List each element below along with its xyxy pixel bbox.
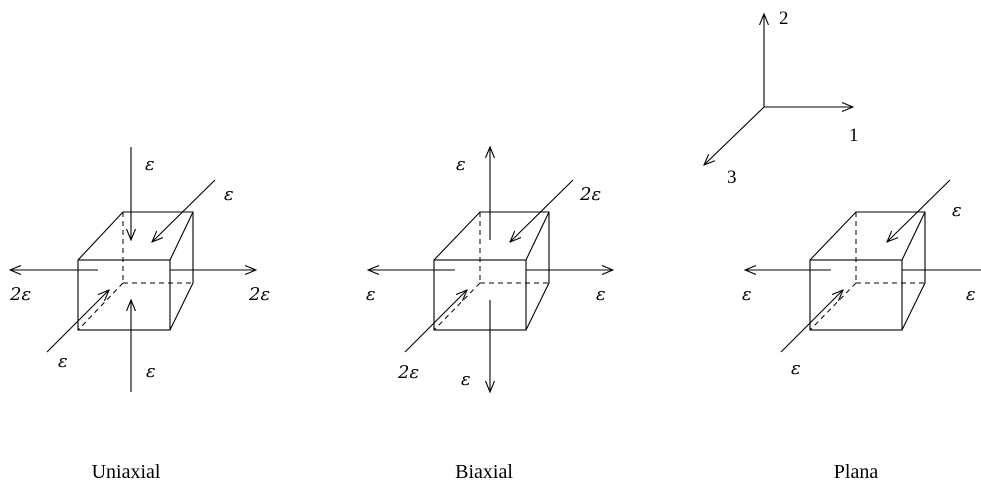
plana-left-label: ε: [742, 284, 752, 305]
biaxial-front-label: 2ε: [397, 362, 419, 383]
plana-back-depth-arrow: [887, 179, 951, 242]
plana-panel: ε ε ε ε Plana: [742, 179, 981, 483]
uniaxial-top-label: ε: [145, 154, 155, 175]
biaxial-left-label: ε: [366, 284, 376, 305]
plana-right-label: ε: [966, 284, 976, 305]
uniaxial-left-label: 2ε: [9, 284, 31, 305]
plana-caption: Plana: [834, 461, 879, 483]
plana-cube: [809, 211, 926, 331]
biaxial-caption: Biaxial: [455, 461, 513, 483]
uniaxial-back-label: ε: [224, 184, 234, 205]
biaxial-right-label: ε: [596, 284, 606, 305]
coordinate-axes: 2 1 3: [704, 8, 859, 188]
uniaxial-panel: ε ε 2ε 2ε ε ε Uniaxial: [9, 147, 270, 483]
biaxial-bottom-label: ε: [461, 369, 471, 390]
biaxial-back-label: 2ε: [579, 184, 601, 205]
uniaxial-right-label: 2ε: [248, 284, 270, 305]
plana-back-label: ε: [952, 200, 962, 221]
plana-front-label: ε: [791, 358, 801, 379]
uniaxial-back-depth-arrow: [152, 179, 216, 242]
biaxial-panel: ε 2ε ε ε 2ε ε Biaxial: [366, 147, 613, 483]
plana-front-depth-arrow: [780, 290, 843, 353]
axis-3-arrow: [704, 106, 765, 165]
uniaxial-front-label: ε: [58, 351, 68, 372]
biaxial-back-depth-arrow: [510, 179, 574, 242]
axis-1-label: 1: [849, 125, 859, 146]
biaxial-front-depth-arrow: [404, 290, 467, 353]
uniaxial-front-depth-arrow: [46, 290, 109, 353]
axis-2-label: 2: [779, 8, 789, 29]
uniaxial-cube: [77, 211, 194, 331]
uniaxial-caption: Uniaxial: [92, 461, 161, 483]
axis-3-label: 3: [727, 167, 737, 188]
biaxial-top-label: ε: [456, 154, 466, 175]
uniaxial-bottom-label: ε: [146, 361, 156, 382]
biaxial-cube: [433, 211, 550, 331]
